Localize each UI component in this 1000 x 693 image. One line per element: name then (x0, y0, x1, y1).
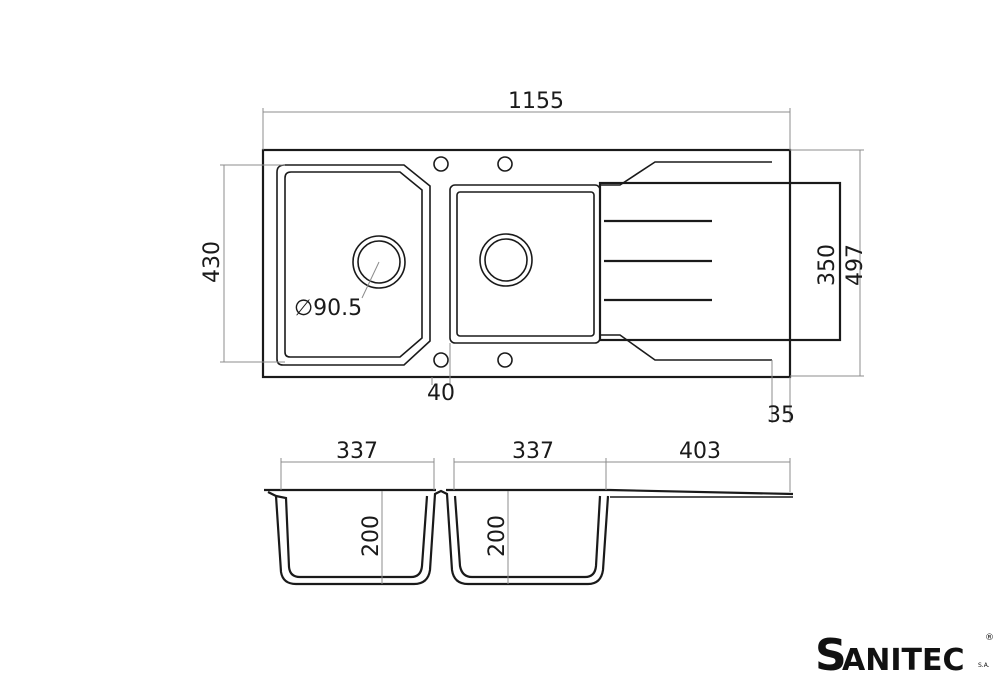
side-profile-inner-wall (275, 494, 429, 579)
left-waste-inner (357, 240, 401, 284)
drainboard-cutout (598, 181, 842, 342)
tap-hole (433, 156, 449, 172)
edge-offset-label: 35 (767, 403, 795, 428)
sanitec-logo: S ANITEC ® S.A. (815, 630, 994, 681)
drainboard-width-label: 403 (679, 439, 721, 464)
drainboard-inner-label: 350 (815, 244, 840, 286)
logo-wordmark: ANITEC (842, 643, 964, 678)
bowl1-width-label: 337 (336, 439, 378, 464)
top-view (261, 148, 842, 379)
side-profile-rim (264, 488, 794, 496)
right-bowl-outer (449, 184, 601, 344)
side-profile-inner-wall (453, 495, 602, 579)
tap-hole (497, 156, 513, 172)
sink-outline (261, 148, 792, 379)
drainboard-outer-label: 497 (843, 244, 868, 286)
left-bowl-inner (284, 171, 423, 358)
logo-registered-mark: ® (985, 633, 994, 643)
bowl2-depth-label: 200 (485, 515, 510, 557)
bowl2-width-label: 337 (512, 439, 554, 464)
waste-diameter-leader (361, 261, 380, 299)
logo-initial: S (815, 630, 846, 681)
side-profile-left-bowl (267, 489, 610, 586)
overall-depth-label: 430 (200, 241, 225, 283)
side-view-dimensions: 337 337 403 200 200 (280, 439, 791, 584)
overall-length-label: 1155 (508, 89, 564, 114)
logo-suffix: S.A. (978, 662, 990, 669)
bowl-gap-label: 40 (427, 381, 455, 406)
right-waste-outer (479, 233, 533, 287)
left-waste-outer (352, 235, 406, 289)
top-view-dimensions: 1155 430 497 350 ∅90.5 40 35 (200, 89, 868, 428)
left-bowl-outer (276, 164, 431, 366)
tap-hole (433, 352, 449, 368)
tap-hole (497, 352, 513, 368)
right-waste-inner (484, 238, 528, 282)
side-view (264, 488, 794, 586)
drainboard-outline (600, 161, 772, 361)
bowl1-depth-label: 200 (359, 515, 384, 557)
right-bowl-inner (456, 191, 595, 337)
waste-diameter-label: ∅90.5 (294, 296, 362, 321)
